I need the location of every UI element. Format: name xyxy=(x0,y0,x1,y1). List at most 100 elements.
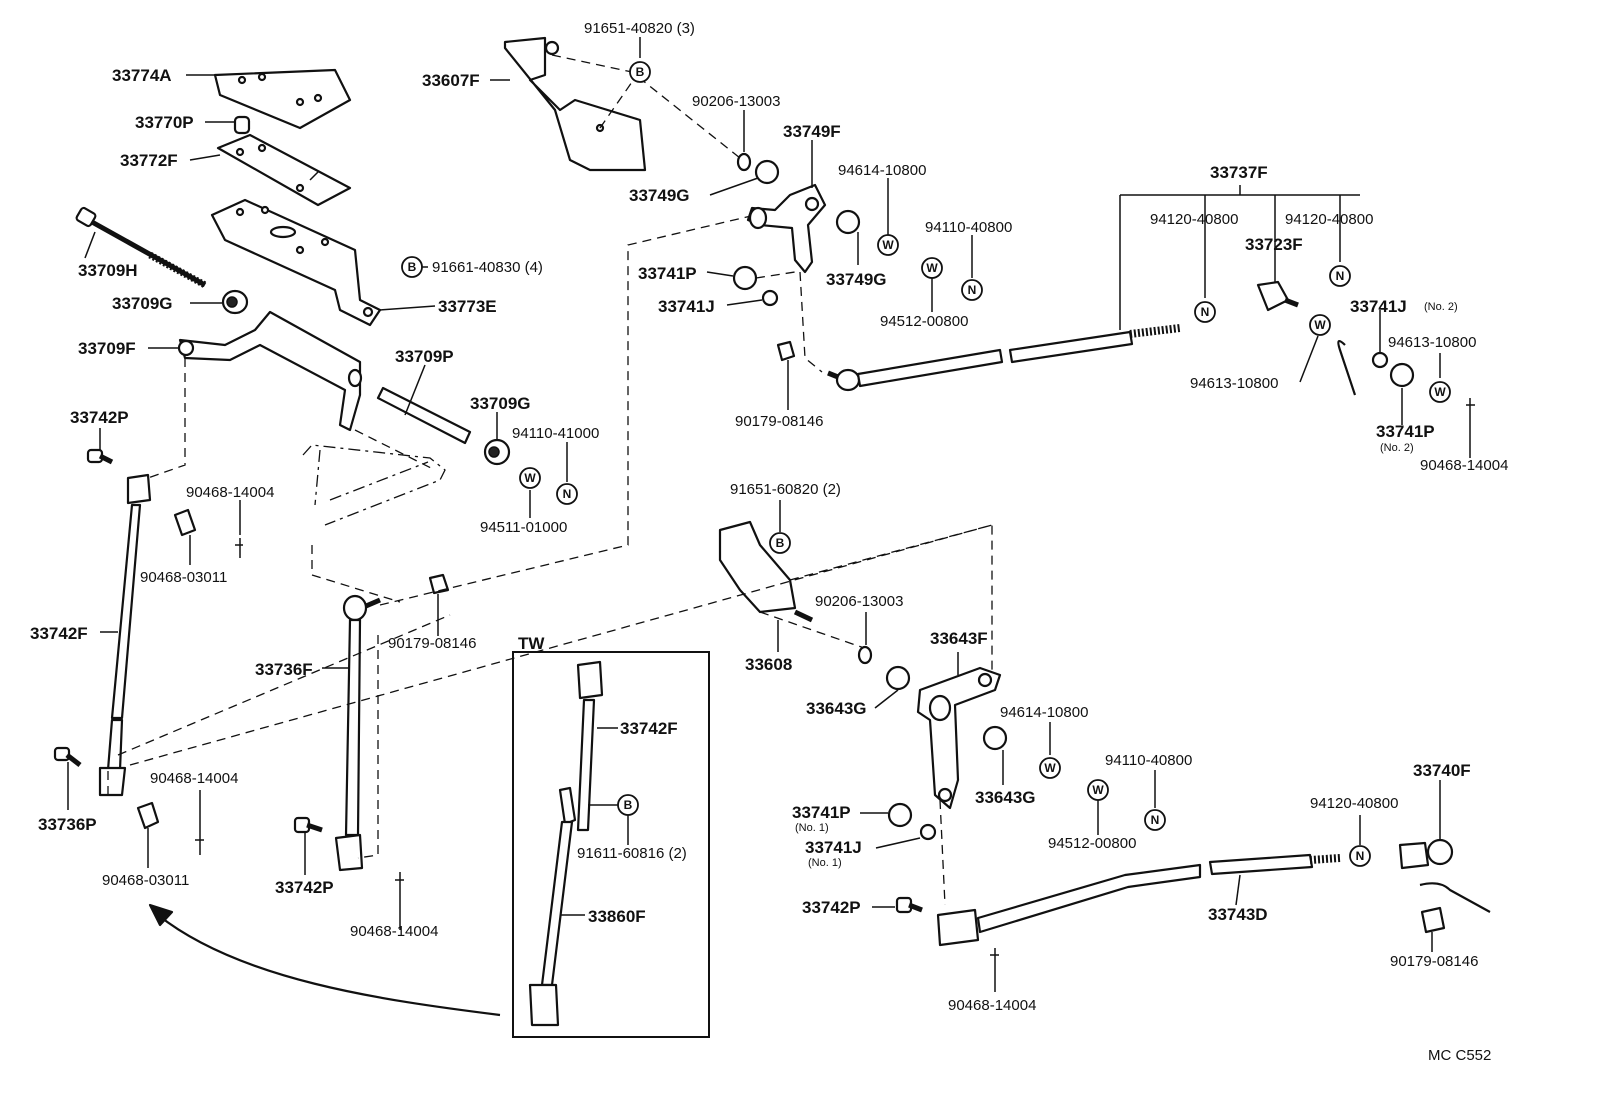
svg-text:W: W xyxy=(1434,385,1446,399)
bolt-33742P-lower xyxy=(895,896,923,914)
dash-lines-left xyxy=(107,214,756,859)
reference-arrow-head xyxy=(148,903,174,927)
bushing-33749G-a xyxy=(754,159,780,185)
plate-33774A xyxy=(213,68,352,130)
outline-lever xyxy=(302,444,446,526)
bracket-33608 xyxy=(718,520,814,623)
label-91651-40820: 91651-40820 (3) xyxy=(584,20,695,37)
pin-90468-14004-b xyxy=(195,832,204,855)
label-94512-00800-a: 94512-00800 xyxy=(880,313,968,330)
label-33741P-no2: 33741P xyxy=(1376,422,1435,441)
label-33709F: 33709F xyxy=(78,339,136,358)
svg-text:W: W xyxy=(1044,761,1056,775)
svg-text:N: N xyxy=(563,487,572,501)
bushing-33643G-a xyxy=(885,665,911,691)
label-33749G-a: 33749G xyxy=(629,186,690,205)
label-94613-10800-b: 94613-10800 xyxy=(1190,375,1278,392)
label-33742P-lower: 33742P xyxy=(802,898,861,917)
washer-symbol-94614-10800-b: W xyxy=(1039,757,1061,779)
bushing-33741J-a xyxy=(761,289,779,307)
label-33709G-lower: 33709G xyxy=(470,394,531,413)
label-33741J-no1-note: (No. 1) xyxy=(808,857,842,869)
washer-90206-13003-a xyxy=(736,152,752,172)
label-33736F: 33736F xyxy=(255,660,313,679)
label-94110-41000: 94110-41000 xyxy=(512,425,599,442)
label-33741P-a: 33741P xyxy=(638,264,697,283)
nut-symbol-94120-40800-c: N xyxy=(1349,845,1371,867)
svg-text:B: B xyxy=(408,260,417,274)
label-94120-40800-a: 94120-40800 xyxy=(1150,211,1238,228)
washer-90206-13003-b xyxy=(857,645,873,665)
label-33709H: 33709H xyxy=(78,261,138,280)
clip-90468-03011-a xyxy=(173,508,197,537)
nut-90179-08146-mid xyxy=(428,573,450,595)
label-33607F: 33607F xyxy=(422,71,480,90)
washer-symbol-94613-10800-a: W xyxy=(1429,381,1451,403)
label-33643G-b: 33643G xyxy=(975,788,1036,807)
svg-text:W: W xyxy=(926,261,938,275)
pin-90468-14004-c xyxy=(1466,398,1475,420)
label-33742F-left: 33742F xyxy=(30,624,88,643)
label-90468-14004-e: 90468-14004 xyxy=(948,997,1036,1014)
label-90206-13003-a: 90206-13003 xyxy=(692,93,780,110)
bolt-symbol-91611-60816: B xyxy=(617,794,639,816)
label-33749G-b: 33749G xyxy=(826,270,887,289)
svg-text:N: N xyxy=(968,283,977,297)
bolt-33736P xyxy=(53,746,82,767)
nut-symbol-94110-41000: N xyxy=(556,483,578,505)
label-94614-10800-a: 94614-10800 xyxy=(838,162,926,179)
label-33608: 33608 xyxy=(745,655,792,674)
label-33736P: 33736P xyxy=(38,815,97,834)
bolt-symbol-91661-40830: B xyxy=(401,256,423,278)
label-94120-40800-b: 94120-40800 xyxy=(1285,211,1373,228)
nut-symbol-94120-40800-b: N xyxy=(1329,265,1351,287)
label-94110-40800-a: 94110-40800 xyxy=(925,219,1012,236)
end-33740F xyxy=(1398,838,1491,913)
pin-90468-14004-d xyxy=(395,872,404,895)
label-94110-40800-b: 94110-40800 xyxy=(1105,752,1192,769)
svg-text:N: N xyxy=(1151,813,1160,827)
label-94614-10800-b: 94614-10800 xyxy=(1000,704,1088,721)
svg-text:B: B xyxy=(624,798,633,812)
rod-33737F xyxy=(827,324,1181,392)
nut-symbol-94110-40800-b: N xyxy=(1144,809,1166,831)
label-33741P-no1: 33741P xyxy=(792,803,851,822)
svg-text:W: W xyxy=(524,471,536,485)
label-33773E: 33773E xyxy=(438,297,497,316)
label-90468-03011-a: 90468-03011 xyxy=(140,569,227,586)
label-94613-10800-a: 94613-10800 xyxy=(1388,334,1476,351)
bracket-33607F xyxy=(503,36,647,172)
washer-symbol-94613-10800-b: W xyxy=(1309,314,1331,336)
nut-symbol-94110-40800-a: N xyxy=(961,279,983,301)
bushing-33749G-b xyxy=(835,209,861,235)
bushing-33770P xyxy=(233,115,251,135)
lever-33643F xyxy=(916,666,1002,810)
nut-symbol-94120-40800-a: N xyxy=(1194,301,1216,323)
label-tw: TW xyxy=(518,634,545,653)
nut-90179-08146-a xyxy=(776,340,796,362)
lever-33749F xyxy=(746,183,827,274)
svg-text:N: N xyxy=(1336,269,1345,283)
svg-text:B: B xyxy=(776,536,785,550)
washer-symbol-94614-10800-a: W xyxy=(877,234,899,256)
bracket-33723F xyxy=(1256,280,1299,312)
label-33770P: 33770P xyxy=(135,113,194,132)
end-33741P-no2 xyxy=(1337,339,1415,396)
label-90468-14004-d: 90468-14004 xyxy=(350,923,438,940)
bolt-33742P-left xyxy=(86,448,114,465)
label-94511-01000: 94511-01000 xyxy=(480,519,567,536)
bolt-symbol-91651-60820: B xyxy=(769,532,791,554)
label-90468-03011-b: 90468-03011 xyxy=(102,872,189,889)
label-91611-60816: 91611-60816 (2) xyxy=(577,845,687,862)
label-33742P-left: 33742P xyxy=(70,408,129,427)
label-33743D: 33743D xyxy=(1208,905,1268,924)
label-33742P-mid: 33742P xyxy=(275,878,334,897)
label-33741J-no1: 33741J xyxy=(805,838,862,857)
nut-90179-08146-c xyxy=(1420,906,1446,934)
label-33643G-a: 33643G xyxy=(806,699,867,718)
svg-text:N: N xyxy=(1356,849,1365,863)
bushing-33741P-a xyxy=(732,265,758,291)
rod-33860F-tw xyxy=(528,786,577,1027)
washer-symbol-94512-00800-b: W xyxy=(1087,779,1109,801)
label-90179-08146-c: 90179-08146 xyxy=(1390,953,1478,970)
